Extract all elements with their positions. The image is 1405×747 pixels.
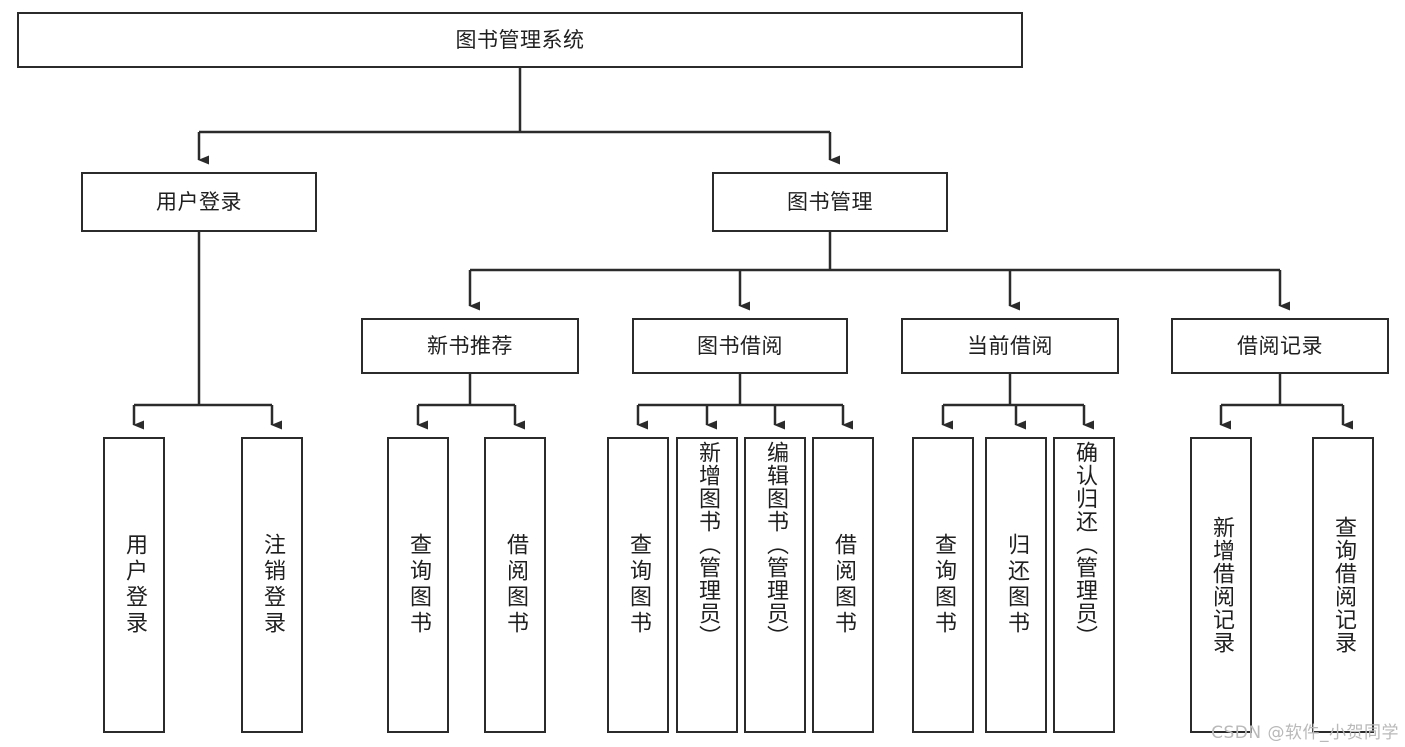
node-leaf-confirm-return[interactable]: 确认归还（管理员） [1053, 437, 1115, 733]
node-leaf-query-book-3[interactable]: 查询图书 [912, 437, 974, 733]
node-leaf-query-record-label: 查询借阅记录 [1331, 516, 1356, 654]
csdn-watermark: CSDN @软件_小贺同学 [1211, 723, 1399, 743]
node-leaf-borrow-book-1[interactable]: 借阅图书 [484, 437, 546, 733]
node-user-login[interactable]: 用户登录 [81, 172, 317, 232]
node-leaf-query-book-2-label: 查询图书 [626, 533, 651, 637]
node-leaf-add-book-label: 新增图书（管理员） [695, 441, 720, 648]
node-leaf-borrow-book-2-label: 借阅图书 [831, 533, 856, 637]
node-leaf-return-book[interactable]: 归还图书 [985, 437, 1047, 733]
edge-borrowrecord-to-leaves [1219, 374, 1353, 430]
edge-bookmanage-to-level3 [468, 232, 1290, 311]
node-leaf-user-logout[interactable]: 注销登录 [241, 437, 303, 733]
node-leaf-borrow-book-1-label: 借阅图书 [503, 533, 528, 637]
edge-bookborrow-to-leaves [636, 374, 853, 430]
node-leaf-return-book-label: 归还图书 [1004, 533, 1029, 637]
node-borrow-record-label: 借阅记录 [1237, 333, 1323, 358]
node-new-book-rec-label: 新书推荐 [427, 333, 513, 358]
node-leaf-add-book[interactable]: 新增图书（管理员） [676, 437, 738, 733]
node-leaf-user-login-label: 用户登录 [122, 533, 147, 637]
node-leaf-add-record[interactable]: 新增借阅记录 [1190, 437, 1252, 733]
node-root-label: 图书管理系统 [455, 27, 585, 52]
edge-currentborrow-to-leaves [941, 374, 1094, 430]
node-leaf-user-login[interactable]: 用户登录 [103, 437, 165, 733]
node-current-borrow[interactable]: 当前借阅 [901, 318, 1119, 374]
node-leaf-edit-book[interactable]: 编辑图书（管理员） [744, 437, 806, 733]
node-leaf-confirm-return-label: 确认归还（管理员） [1072, 441, 1097, 648]
node-book-manage-label: 图书管理 [787, 189, 873, 214]
node-book-borrow[interactable]: 图书借阅 [632, 318, 848, 374]
edge-userlogin-to-leaves [132, 232, 282, 430]
node-leaf-borrow-book-2[interactable]: 借阅图书 [812, 437, 874, 733]
node-borrow-record[interactable]: 借阅记录 [1171, 318, 1389, 374]
node-leaf-user-logout-label: 注销登录 [260, 533, 285, 637]
node-current-borrow-label: 当前借阅 [967, 333, 1053, 358]
edge-newbookrec-to-leaves [416, 374, 525, 430]
node-book-manage[interactable]: 图书管理 [712, 172, 948, 232]
node-leaf-add-record-label: 新增借阅记录 [1209, 516, 1234, 654]
node-leaf-query-book-1[interactable]: 查询图书 [387, 437, 449, 733]
node-root-system[interactable]: 图书管理系统 [17, 12, 1023, 68]
node-book-borrow-label: 图书借阅 [697, 333, 783, 358]
edge-root-to-level2 [197, 68, 840, 165]
node-leaf-edit-book-label: 编辑图书（管理员） [763, 441, 788, 648]
node-leaf-query-book-2[interactable]: 查询图书 [607, 437, 669, 733]
node-user-login-label: 用户登录 [156, 189, 242, 214]
node-leaf-query-book-1-label: 查询图书 [406, 533, 431, 637]
node-leaf-query-book-3-label: 查询图书 [931, 533, 956, 637]
node-leaf-query-record[interactable]: 查询借阅记录 [1312, 437, 1374, 733]
node-new-book-rec[interactable]: 新书推荐 [361, 318, 579, 374]
